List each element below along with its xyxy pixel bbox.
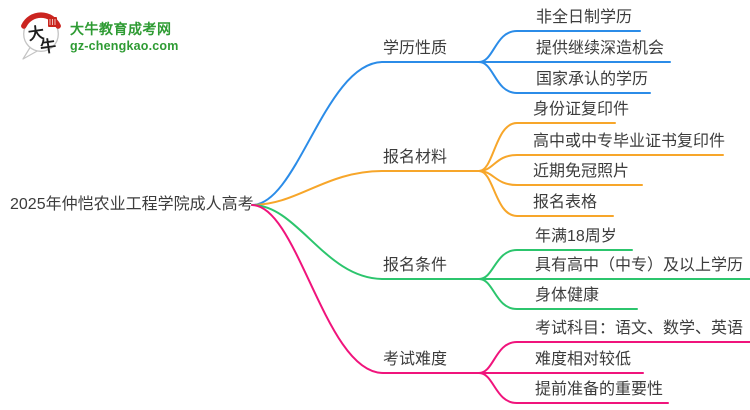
- leaf-label: 考试科目：语文、数学、英语: [535, 320, 744, 337]
- leaf-label: 身份证复印件: [533, 101, 630, 118]
- branch-label: 报名材料: [383, 149, 448, 166]
- leaf-label: 高中或中专毕业证书复印件: [533, 133, 726, 150]
- leaf-label: 报名表格: [533, 194, 598, 211]
- logo-site-name: 大牛教育成考网: [70, 21, 172, 37]
- leaf-label: 提前准备的重要性: [535, 381, 664, 398]
- connector-path: [478, 278, 638, 310]
- leaf-label: 具有高中（中专）及以上学历: [535, 257, 744, 274]
- leaf-label: 近期免冠照片: [533, 163, 630, 180]
- leaf-label: 非全日制学历: [536, 9, 633, 26]
- logo-text: 大牛教育成考网 gz-chengkao.com: [70, 12, 179, 54]
- logo-char-da: 大: [27, 23, 46, 44]
- leaf-label: 难度相对较低: [535, 351, 632, 368]
- leaf-label: 国家承认的学历: [536, 71, 649, 88]
- connector-path: [478, 30, 641, 63]
- connector-path: [478, 61, 651, 94]
- logo: 大 牛 大牛教育成考网 gz-chengkao.com: [20, 12, 179, 64]
- connector-path: [478, 341, 750, 374]
- branch-label: 报名条件: [383, 257, 448, 274]
- logo-seal-marks: [49, 19, 56, 25]
- connector-path: [251, 204, 480, 374]
- logo-site-url: gz-chengkao.com: [70, 39, 179, 53]
- branch-label: 考试难度: [383, 351, 448, 368]
- daniu-logo-icon: 大 牛: [21, 12, 61, 60]
- central-topic: 2025年仲恺农业工程学院成人高考: [10, 196, 254, 213]
- logo-char-niu: 牛: [39, 36, 58, 57]
- branch-label: 学历性质: [383, 40, 448, 57]
- connector-path: [251, 61, 480, 206]
- connector-path: [251, 204, 480, 280]
- connector-path: [251, 170, 480, 206]
- leaf-label: 提供继续深造机会: [536, 40, 665, 57]
- connector-path: [478, 170, 614, 217]
- connector-path: [478, 372, 669, 404]
- leaf-label: 年满18周岁: [535, 228, 617, 245]
- connector-path: [478, 122, 616, 172]
- leaf-label: 身体健康: [535, 287, 600, 304]
